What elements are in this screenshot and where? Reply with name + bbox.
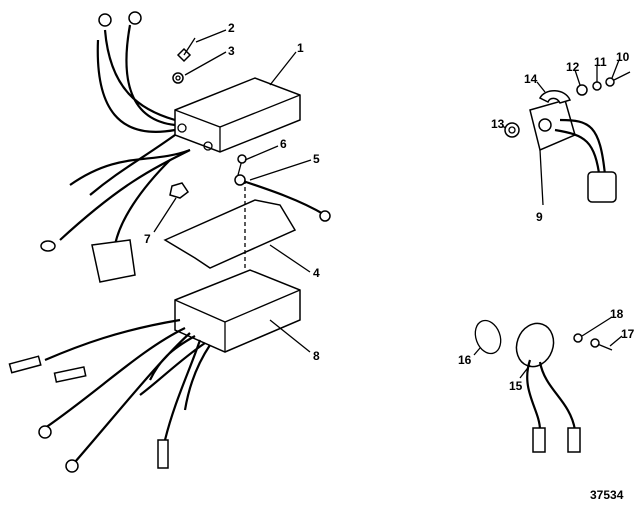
- callout-11: 11: [594, 55, 607, 69]
- washer-part-18: [573, 333, 583, 343]
- figure-number: 37534: [590, 488, 624, 502]
- callout-10: 10: [616, 50, 630, 64]
- harness-wires-upper: [40, 11, 191, 283]
- washer-part-12: [576, 84, 588, 96]
- washer-part-3: [172, 72, 184, 84]
- callout-5: 5: [313, 152, 320, 166]
- callout-17: 17: [621, 327, 635, 341]
- screw-part-17: [590, 338, 613, 351]
- stop-switch-part-9: [529, 99, 617, 203]
- screw-part-2: [176, 37, 196, 63]
- mounting-bracket-part-4: [163, 180, 297, 270]
- callout-2: 2: [228, 21, 235, 35]
- lockwasher-part-11: [592, 81, 602, 91]
- callout-13: 13: [491, 117, 505, 131]
- callout-8: 8: [313, 349, 320, 363]
- callout-15: 15: [509, 379, 523, 393]
- callout-6: 6: [280, 137, 287, 151]
- callout-1: 1: [297, 41, 304, 55]
- harness-wires-lower: [8, 318, 211, 473]
- nut-part-13: [504, 122, 520, 138]
- cdi-unit-part-8: [174, 269, 301, 353]
- callout-3: 3: [228, 44, 235, 58]
- o-ring-part-16: [474, 319, 502, 355]
- retainer-part-14: [538, 90, 572, 104]
- leader-lines: [153, 29, 623, 379]
- screw-part-10: [605, 71, 631, 87]
- callout-4: 4: [313, 266, 320, 280]
- callout-14: 14: [524, 72, 538, 86]
- callout-16: 16: [458, 353, 472, 367]
- callout-12: 12: [566, 60, 580, 74]
- plate-part-15: [515, 322, 581, 453]
- callout-9: 9: [536, 210, 543, 224]
- screw-part-6: [237, 154, 247, 176]
- callout-7: 7: [144, 232, 151, 246]
- ground-strap-part-5: [234, 174, 331, 222]
- nut-part-7: [169, 182, 190, 199]
- callout-18: 18: [610, 307, 624, 321]
